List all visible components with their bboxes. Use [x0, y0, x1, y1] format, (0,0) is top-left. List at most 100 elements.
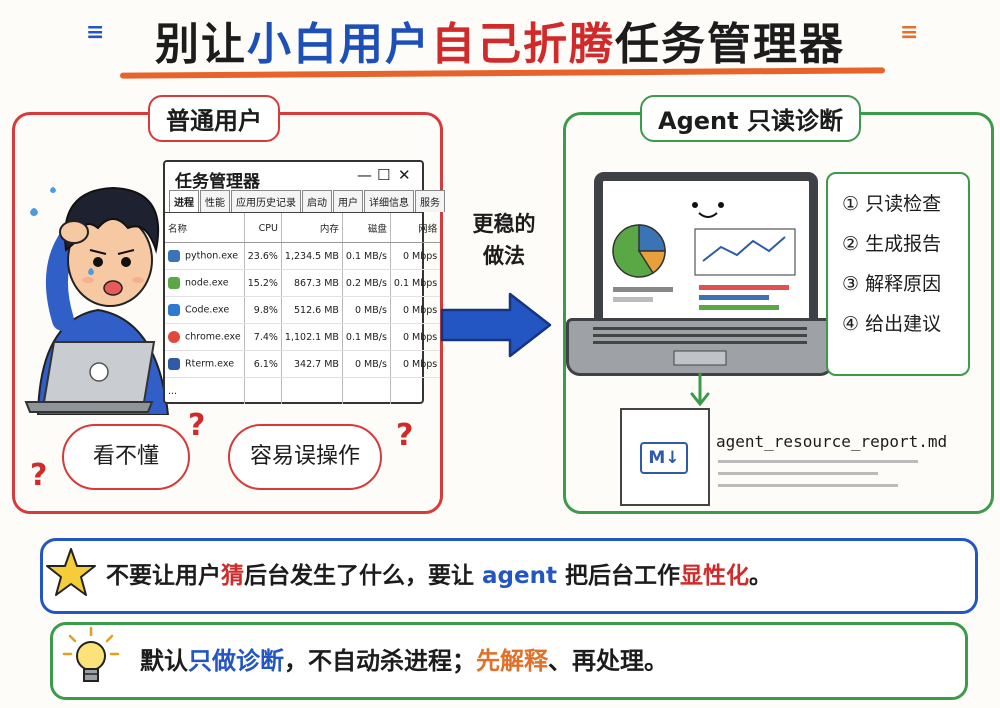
process-network: 0.1 Mbps [389, 269, 441, 297]
better-approach-label: 更稳的 做法 [452, 208, 556, 272]
python-icon [168, 250, 180, 262]
process-disk: 0 MB/s [341, 350, 391, 378]
tab-processes[interactable]: 进程 [169, 190, 199, 212]
col-disk[interactable]: 磁盘 [341, 213, 391, 243]
title-part-3: 自己折腾 [431, 19, 615, 70]
banner-default-policy [50, 622, 968, 700]
process-cpu: 6.1% [243, 350, 282, 378]
table-row[interactable]: node.exe 15.2% 867.3 MB 0.2 MB/s 0.1 Mbp… [165, 269, 441, 297]
question-mark-icon: ? [188, 408, 206, 443]
process-network: 0 Mbps [389, 296, 441, 324]
process-table: 名称 CPU 内存 磁盘 网络 python.exe 23.6% 1,234.5… [165, 213, 441, 404]
banner1-part3: 后台发生了什么，要让 [244, 563, 474, 589]
process-network: 0 Mbps [389, 242, 441, 270]
banner-default-policy-text: 默认只做诊断，不自动杀进程；先解释、再处理。 [140, 641, 668, 676]
cloud-confusing: 看不懂 [62, 424, 190, 490]
banner-visibility [40, 538, 978, 614]
table-row-more: ... [165, 377, 441, 404]
process-name: python.exe [185, 250, 239, 262]
md-badge: M↓ [640, 442, 688, 474]
banner1-part5: 把后台工作 [564, 563, 680, 589]
table-row[interactable]: Rterm.exe 6.1% 342.7 MB 0 MB/s 0 Mbps [165, 350, 441, 378]
banner2-highlight-diagnose-only: 只做诊断 [188, 647, 284, 675]
process-name: Rterm.exe [185, 358, 235, 370]
table-row[interactable]: python.exe 23.6% 1,234.5 MB 0.1 MB/s 0 M… [165, 242, 441, 270]
step-readonly-check: ① 只读检查 [842, 193, 942, 215]
process-disk: 0.2 MB/s [341, 269, 391, 297]
diagnosis-steps: ① 只读检查 ② 生成报告 ③ 解释原因 ④ 给出建议 [826, 172, 970, 376]
step-explain-reason: ③ 解释原因 [842, 273, 942, 295]
lightbulb-icon [62, 626, 120, 682]
process-network: 0 Mbps [389, 350, 441, 378]
process-memory: 512.6 MB [280, 296, 343, 324]
banner1-part1: 不要让用户 [106, 563, 221, 589]
file-text-line [718, 460, 918, 463]
close-button[interactable]: ✕ [398, 166, 411, 184]
vscode-icon [168, 304, 180, 316]
better-approach-line1: 更稳的 [472, 212, 536, 236]
more-indicator: ... [168, 385, 178, 397]
task-manager-window: 任务管理器 — ☐ ✕ 进程 性能 应用历史记录 启动 用户 详细信息 服务 名… [163, 160, 445, 404]
question-mark-icon: ? [396, 418, 414, 453]
banner-visibility-text: 不要让用户猜后台发生了什么，要让 agent 把后台工作显性化。 [106, 556, 772, 590]
col-network[interactable]: 网络 [389, 213, 441, 243]
banner1-period: 。 [748, 563, 772, 589]
process-cpu: 9.8% [243, 296, 282, 324]
tab-users[interactable]: 用户 [333, 190, 363, 212]
process-network: 0 Mbps [389, 323, 441, 351]
col-cpu[interactable]: CPU [243, 213, 282, 243]
banner2-part5: 、再处理。 [548, 647, 668, 675]
left-panel-tag: 普通用户 [148, 95, 280, 142]
table-row[interactable]: Code.exe 9.8% 512.6 MB 0 MB/s 0 Mbps [165, 296, 441, 324]
banner2-highlight-explain-first: 先解释 [476, 647, 548, 675]
process-memory: 1,102.1 MB [280, 323, 343, 351]
right-arrow-icon [440, 292, 552, 358]
process-table-header: 名称 CPU 内存 磁盘 网络 [165, 213, 441, 243]
tab-app-history[interactable]: 应用历史记录 [231, 190, 301, 212]
star-icon [46, 548, 96, 596]
banner1-agent: agent [482, 563, 557, 589]
tab-services[interactable]: 服务 [415, 190, 445, 212]
tab-performance[interactable]: 性能 [200, 190, 230, 212]
file-text-line [718, 472, 878, 475]
process-name: Code.exe [185, 304, 230, 316]
process-memory: 1,234.5 MB [280, 242, 343, 270]
banner1-highlight-visible: 显性化 [679, 563, 749, 589]
tab-startup[interactable]: 启动 [302, 190, 332, 212]
right-panel-tag: Agent 只读诊断 [640, 95, 861, 142]
markdown-file-icon: M↓ [620, 408, 710, 506]
title-decoration-right: ≡ [900, 20, 919, 45]
title-part-4: 任务管理器 [615, 19, 845, 70]
process-disk: 0.1 MB/s [341, 323, 391, 351]
process-memory: 342.7 MB [280, 350, 343, 378]
banner2-part3: ，不自动杀进程； [284, 647, 476, 675]
maximize-button[interactable]: ☐ [377, 166, 391, 184]
file-text-line [718, 484, 898, 487]
dashboard-illustration [612, 202, 796, 310]
process-disk: 0.1 MB/s [341, 242, 391, 270]
task-manager-tabs: 进程 性能 应用历史记录 启动 用户 详细信息 服务 [165, 190, 445, 213]
col-memory[interactable]: 内存 [280, 213, 343, 243]
title-decoration-left: ≡ [86, 20, 105, 45]
process-cpu: 23.6% [243, 242, 282, 270]
tab-details[interactable]: 详细信息 [364, 190, 414, 212]
down-arrow-icon [690, 372, 710, 407]
step-generate-report: ② 生成报告 [842, 233, 942, 255]
table-row[interactable]: chrome.exe 7.4% 1,102.1 MB 0.1 MB/s 0 Mb… [165, 323, 441, 351]
minimize-button[interactable]: — [357, 166, 372, 184]
agent-laptop-screen [594, 172, 818, 330]
report-file-name: agent_resource_report.md [716, 432, 948, 451]
process-cpu: 15.2% [243, 269, 282, 297]
cloud-misoperation: 容易误操作 [228, 424, 382, 490]
process-name: node.exe [185, 277, 229, 289]
r-icon [168, 358, 180, 370]
process-disk: 0 MB/s [341, 296, 391, 324]
question-mark-icon: ? [30, 458, 48, 493]
title-part-1: 别让 [155, 19, 247, 70]
node-icon [168, 277, 180, 289]
step-give-advice: ④ 给出建议 [842, 313, 942, 335]
page-title: 别让小白用户自己折腾任务管理器 [0, 8, 1000, 72]
col-name[interactable]: 名称 [165, 213, 245, 243]
banner2-part1: 默认 [140, 647, 188, 675]
better-approach-line2: 做法 [483, 244, 525, 268]
